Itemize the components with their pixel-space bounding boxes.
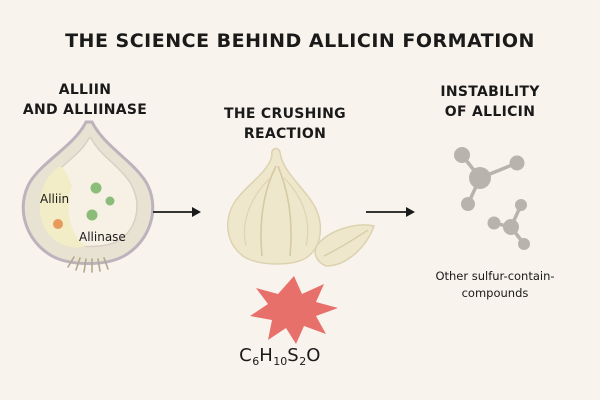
note-line: compounds [461, 286, 529, 300]
sulfur-compounds-note: Other sulfur-contain- compounds [420, 268, 570, 302]
alliin-molecule-dot [53, 219, 63, 229]
heading-line: REACTION [243, 126, 327, 142]
note-line: Other sulfur-contain- [435, 269, 555, 283]
alliin-label: Alliin [40, 192, 70, 206]
formula-element: H [259, 345, 274, 366]
garlic-bulb-icon [227, 147, 322, 265]
heading-line: ALLIIN [58, 82, 112, 98]
alliinase-enzyme-dot [86, 209, 98, 221]
garlic-clove-icon [314, 224, 375, 267]
alliinase-label: Allinase [79, 230, 126, 244]
formula-element: O [306, 345, 321, 366]
page-title: THE SCIENCE BEHIND ALLICIN FORMATION [65, 30, 535, 52]
formula-element: S [287, 345, 300, 366]
formula-subscript: 10 [273, 355, 288, 368]
formula-subscript: 6 [252, 355, 260, 368]
arrow-right-icon [366, 207, 415, 217]
step-heading-alliin: ALLIIN AND ALLIINASE [10, 80, 160, 120]
formula-element: C [239, 345, 253, 366]
alliinase-enzyme-dot [105, 196, 115, 206]
step-heading-crushing: THE CRUSHING REACTION [205, 104, 365, 144]
step-heading-instability: INSTABILITY OF ALLICIN [415, 82, 565, 122]
formula-subscript: 2 [299, 355, 307, 368]
molecule-structure-icon [454, 147, 525, 211]
allicin-formula: C6H10S2O [220, 345, 340, 368]
heading-line: AND ALLIINASE [22, 102, 148, 118]
arrow-right-icon [153, 207, 201, 217]
alliinase-enzyme-dot [90, 182, 102, 194]
molecule-structure-icon [487, 199, 530, 250]
crushing-burst-icon [250, 276, 338, 344]
heading-line: INSTABILITY [440, 84, 540, 100]
heading-line: THE CRUSHING [224, 106, 346, 122]
heading-line: OF ALLICIN [444, 104, 536, 120]
